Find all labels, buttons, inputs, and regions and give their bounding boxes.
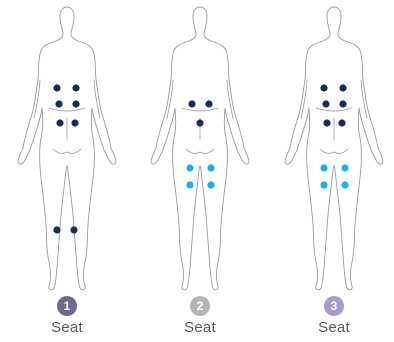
- massage-point-lower-back-right: [71, 119, 78, 126]
- variant-3[interactable]: 3 Seat: [294, 296, 374, 336]
- massage-point-thigh-lower-left: [186, 181, 193, 188]
- massage-point-thigh-lower-right: [341, 181, 348, 188]
- massage-point-mid-back-left: [322, 100, 329, 107]
- variant-1[interactable]: 1 Seat: [27, 296, 107, 336]
- body-outline: [18, 7, 116, 290]
- massage-point-lower-back-left: [323, 119, 330, 126]
- massage-point-thigh-upper-left: [186, 164, 193, 171]
- body-outline: [285, 7, 383, 290]
- massage-point-calf-left: [53, 226, 60, 233]
- body-outline: [151, 7, 249, 290]
- massage-point-thigh-upper-right: [341, 164, 348, 171]
- massage-point-thigh-upper-right: [207, 164, 214, 171]
- variant-badge-1: 1: [57, 296, 77, 316]
- massage-point-mid-back-right: [339, 100, 346, 107]
- massage-point-thigh-lower-right: [207, 181, 214, 188]
- body-figure-3: [270, 0, 394, 300]
- variant-label-3: Seat: [294, 319, 374, 336]
- massage-point-upper-back-right: [339, 84, 346, 91]
- massage-point-mid-back-left: [188, 100, 195, 107]
- massage-point-thigh-lower-left: [320, 181, 327, 188]
- massage-point-lower-back-right: [338, 119, 345, 126]
- massage-point-lower-back-center: [196, 119, 203, 126]
- variant-badge-3: 3: [324, 296, 344, 316]
- body-figure-2: [136, 0, 264, 300]
- massage-point-upper-back-left: [320, 84, 327, 91]
- body-figure-1: [3, 0, 131, 300]
- variant-2[interactable]: 2 Seat: [160, 296, 240, 336]
- massage-point-mid-back-right: [72, 100, 79, 107]
- massage-point-thigh-upper-left: [320, 164, 327, 171]
- variant-label-1: Seat: [27, 319, 107, 336]
- variant-badge-2: 2: [190, 296, 210, 316]
- massage-point-mid-back-left: [55, 100, 62, 107]
- massage-point-upper-back-left: [53, 84, 60, 91]
- variant-label-2: Seat: [160, 319, 240, 336]
- massage-point-mid-back-right: [205, 100, 212, 107]
- massage-point-lower-back-left: [56, 119, 63, 126]
- massage-point-upper-back-right: [72, 84, 79, 91]
- massage-point-calf-right: [70, 226, 77, 233]
